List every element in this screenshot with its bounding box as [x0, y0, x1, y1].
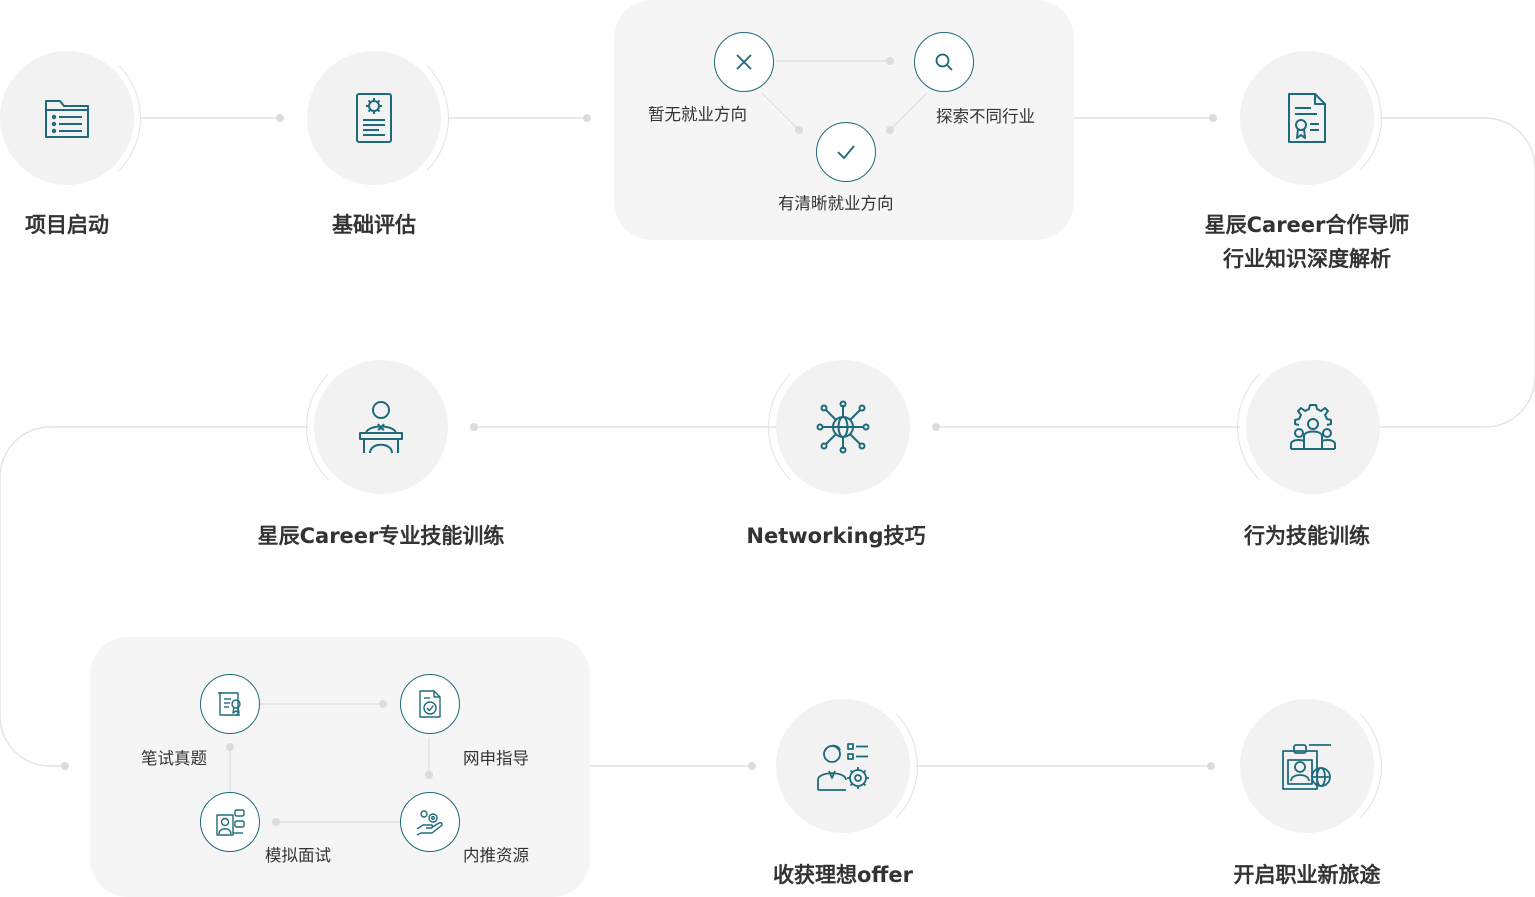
mock-interview-node	[200, 792, 260, 852]
node-kickoff	[0, 51, 134, 185]
direction-clear-label: 有清晰就业方向	[778, 194, 894, 213]
written-test-label: 笔试真题	[141, 749, 207, 768]
document-check-icon	[419, 690, 441, 718]
node-ring-decoration	[1232, 43, 1382, 193]
step-label-assessment: 基础评估	[332, 213, 416, 237]
mentor-label-line1: 星辰Career合作导师	[1204, 213, 1410, 237]
node-offer	[776, 699, 910, 833]
job-resources-panel	[90, 637, 590, 897]
node-assessment	[307, 51, 441, 185]
written-test-node	[200, 674, 260, 734]
node-ring-decoration	[299, 43, 449, 193]
no-direction-node	[714, 32, 774, 92]
close-icon	[736, 54, 752, 70]
mock-interview-label: 模拟面试	[265, 846, 331, 865]
scroll-award-icon	[218, 692, 241, 716]
node-mentor	[1240, 51, 1374, 185]
check-icon	[837, 145, 855, 160]
online-application-label: 网申指导	[463, 749, 529, 768]
node-behavioral	[1246, 360, 1380, 494]
hand-gears-icon	[416, 810, 443, 836]
explore-node	[914, 32, 974, 92]
node-new-journey	[1240, 699, 1374, 833]
node-ring-decoration	[768, 691, 918, 841]
resources-panel-connectors	[226, 700, 433, 826]
online-application-node	[400, 674, 460, 734]
mentor-label-line2: 行业知识深度解析	[1223, 247, 1391, 271]
step-label-professional: 星辰Career专业技能训练	[257, 524, 505, 548]
step-label-mentor: 星辰Career合作导师 行业知识深度解析	[1205, 208, 1410, 276]
person-checklist-icon	[817, 743, 869, 791]
referral-label: 内推资源	[463, 846, 529, 865]
interview-chat-icon	[216, 809, 245, 836]
certificate-document-icon	[1288, 93, 1326, 143]
step-label-behavioral: 行为技能训练	[1244, 524, 1370, 548]
direction-none-label: 暂无就业方向	[648, 105, 747, 124]
referral-node	[400, 792, 460, 852]
speaker-podium-icon	[359, 401, 403, 454]
direction-panel-connectors	[761, 57, 928, 134]
node-ring-decoration	[1232, 691, 1382, 841]
step-label-offer: 收获理想offer	[772, 863, 914, 887]
team-gear-icon	[1290, 404, 1336, 450]
direction-explore-label: 探索不同行业	[936, 107, 1035, 126]
step-label-networking: Networking技巧	[746, 524, 926, 548]
search-icon	[935, 53, 953, 71]
node-ring-decoration	[768, 352, 918, 502]
global-network-icon	[816, 400, 870, 454]
step-label-new-journey: 开启职业新旅途	[1233, 863, 1381, 887]
node-ring-decoration	[306, 352, 456, 502]
id-card-globe-icon	[1282, 744, 1331, 790]
node-networking	[776, 360, 910, 494]
node-ring-decoration	[0, 43, 141, 193]
node-ring-decoration	[1237, 352, 1387, 502]
folder-list-icon	[45, 100, 89, 138]
node-professional	[314, 360, 448, 494]
career-direction-panel	[614, 0, 1074, 240]
document-gear-icon	[356, 93, 392, 143]
clear-direction-node	[816, 122, 876, 182]
step-label-kickoff: 项目启动	[25, 213, 109, 237]
